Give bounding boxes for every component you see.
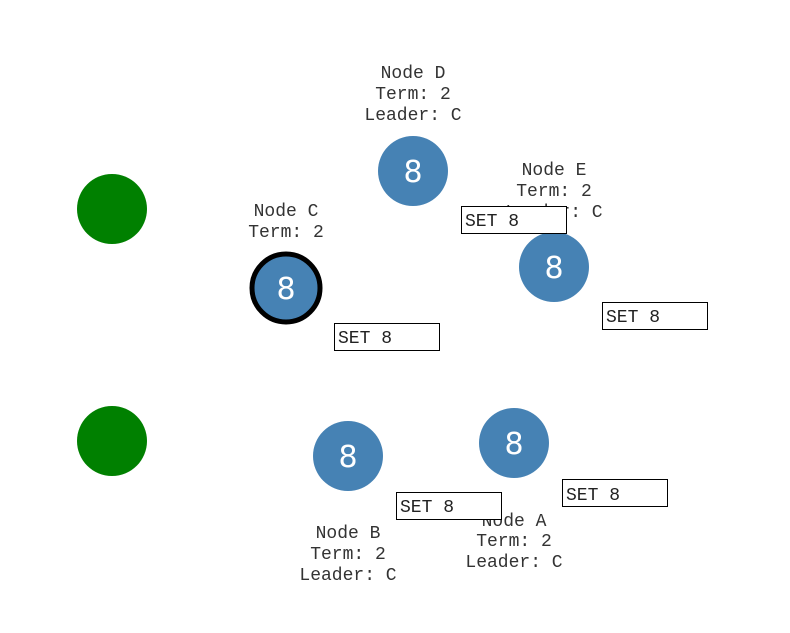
node-d: Node D Term: 2 Leader: C 8 xyxy=(364,64,462,206)
node-b-value: 8 xyxy=(338,440,357,475)
message-box xyxy=(396,492,502,520)
node-b: 8 Node B Term: 2 Leader: C xyxy=(299,421,397,586)
message-box xyxy=(602,302,708,330)
node-c-title: Node C xyxy=(254,202,319,222)
client-circle-2 xyxy=(77,406,147,476)
message-1: SET 8 xyxy=(461,206,567,234)
node-c-term: Term: 2 xyxy=(248,223,324,243)
node-a: 8 Node A Term: 2 Leader: C xyxy=(465,408,563,573)
node-b-title: Node B xyxy=(316,524,381,544)
node-c: Node C Term: 2 8 xyxy=(248,202,324,325)
node-a-leader: Leader: C xyxy=(465,553,562,573)
node-d-term: Term: 2 xyxy=(375,85,451,105)
node-c-circle xyxy=(249,251,323,325)
message-5: SET 8 xyxy=(562,479,668,507)
message-4: SET 8 xyxy=(396,492,502,520)
node-e-term: Term: 2 xyxy=(516,182,592,202)
node-b-leader: Leader: C xyxy=(299,566,396,586)
message-text: SET 8 xyxy=(566,486,620,506)
node-b-circle xyxy=(313,421,383,491)
node-d-circle xyxy=(378,136,448,206)
client-circle-1 xyxy=(77,174,147,244)
node-d-title: Node D xyxy=(381,64,446,84)
node-e-title: Node E xyxy=(522,161,587,181)
node-d-leader: Leader: C xyxy=(364,106,461,126)
message-text: SET 8 xyxy=(606,308,660,328)
node-c-value: 8 xyxy=(276,272,295,307)
node-e-value: 8 xyxy=(544,251,563,286)
node-a-value: 8 xyxy=(504,427,523,462)
message-2: SET 8 xyxy=(602,302,708,330)
message-box xyxy=(562,479,668,507)
node-a-circle xyxy=(479,408,549,478)
message-text: SET 8 xyxy=(400,498,454,518)
message-3: SET 8 xyxy=(334,323,440,351)
node-b-term: Term: 2 xyxy=(310,545,386,565)
message-box xyxy=(461,206,567,234)
node-a-term: Term: 2 xyxy=(476,532,552,552)
node-d-value: 8 xyxy=(403,155,422,190)
message-text: SET 8 xyxy=(338,329,392,349)
message-box xyxy=(334,323,440,351)
node-e-circle xyxy=(519,232,589,302)
message-text: SET 8 xyxy=(465,212,519,232)
